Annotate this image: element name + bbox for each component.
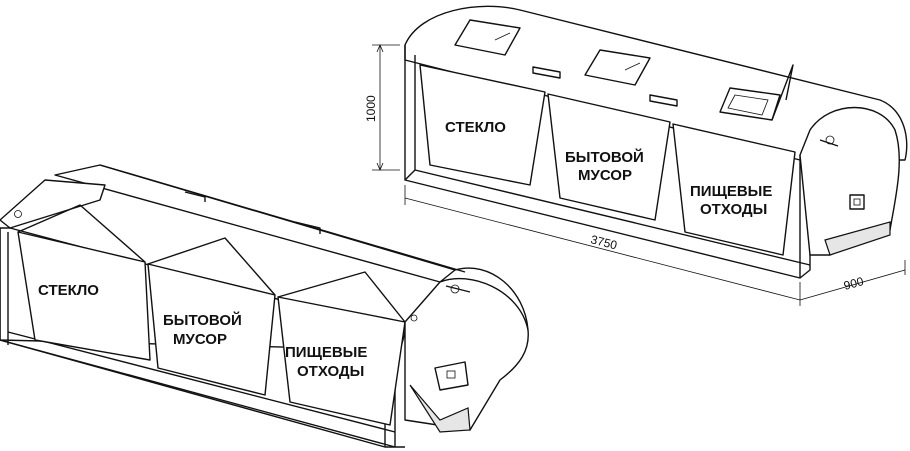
right-bin-food	[672, 123, 796, 256]
right-label-food-1: ПИЩЕВЫЕ	[690, 183, 772, 200]
left-bin-food	[277, 296, 406, 426]
height-dimension: 1000	[364, 43, 400, 172]
right-unit-hood	[404, 5, 908, 161]
left-end-cap	[0, 179, 106, 229]
right-unit: СТЕКЛО БЫТОВОЙ МУСОР ПИЩЕВЫЕ ОТХОДЫ 1000…	[364, 5, 908, 306]
height-label: 1000	[364, 95, 378, 122]
left-label-glass: СТЕКЛО	[38, 282, 99, 299]
left-unit-end-hood	[404, 277, 529, 431]
right-frame	[404, 45, 801, 279]
left-unit: СТЕКЛО БЫТОВОЙ МУСОР ПИЩЕВЫЕ ОТХОДЫ	[0, 164, 529, 448]
right-bin-glass	[419, 64, 546, 186]
left-label-household-1: БЫТОВОЙ	[163, 311, 242, 329]
right-label-glass: СТЕКЛО	[445, 119, 506, 136]
length-label: 3750	[589, 232, 619, 252]
left-bin-household	[147, 263, 276, 396]
depth-label: 900	[842, 274, 865, 293]
left-label-household-2: МУСОР	[173, 331, 227, 348]
right-lid-1	[454, 19, 521, 56]
left-label-food-2: ОТХОДЫ	[297, 363, 364, 380]
right-lid-3-open	[719, 87, 781, 121]
right-end-hood	[799, 106, 900, 256]
length-dimension: 3750	[404, 185, 801, 306]
depth-dimension: 900	[799, 260, 906, 301]
right-bin-household	[547, 93, 671, 221]
right-label-food-2: ОТХОДЫ	[700, 201, 767, 218]
left-bin-glass	[17, 231, 151, 361]
left-label-food-1: ПИЩЕВЫЕ	[285, 344, 367, 361]
right-lid-2	[584, 49, 651, 86]
right-label-household-2: МУСОР	[578, 167, 632, 184]
right-label-household-1: БЫТОВОЙ	[565, 148, 644, 166]
